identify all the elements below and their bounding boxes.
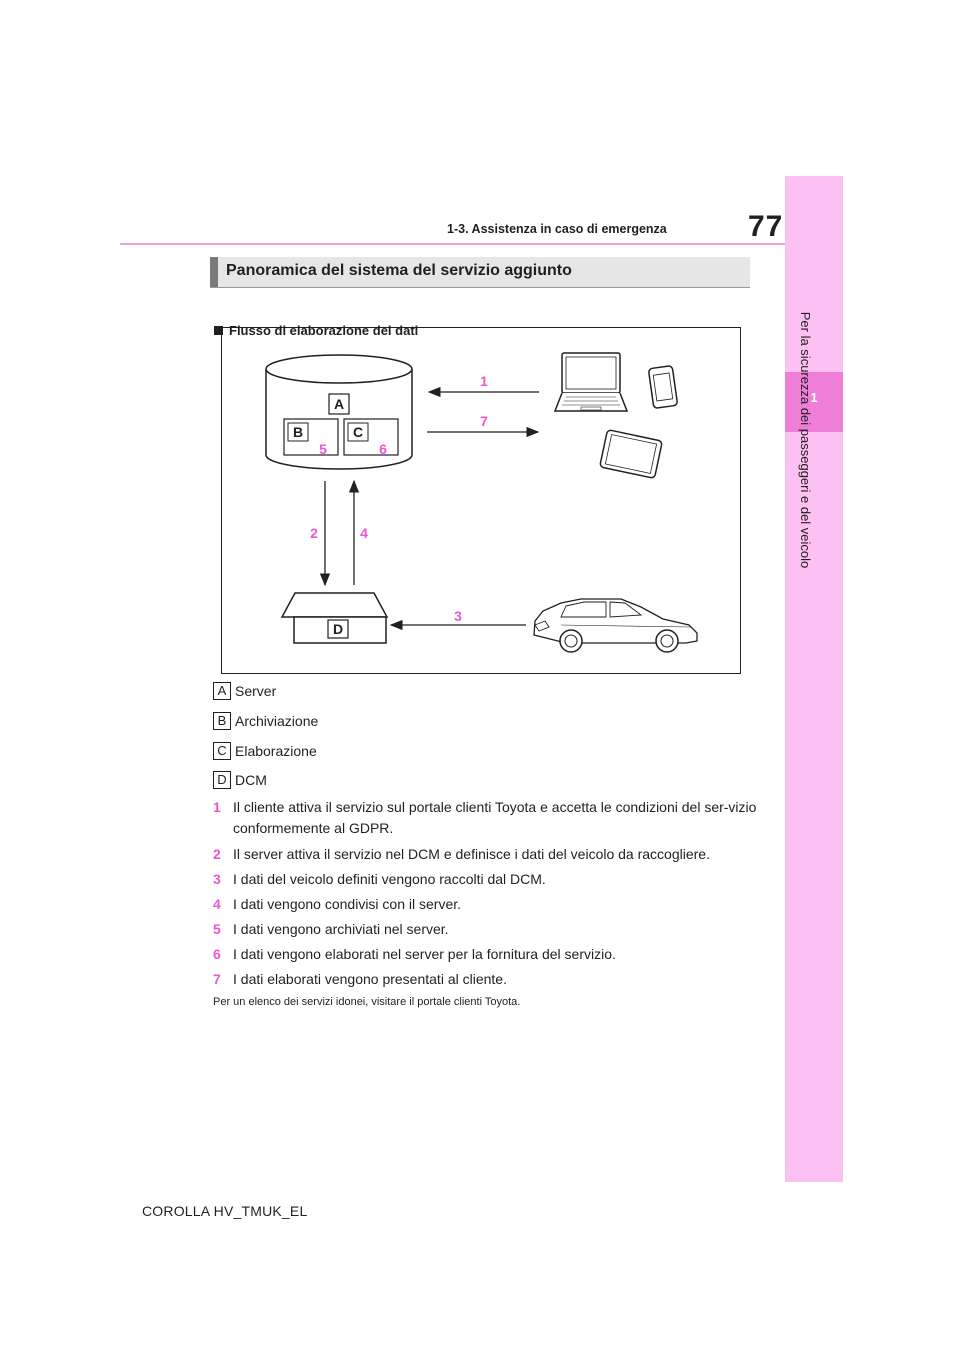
- step-item-5: 5 I dati vengono archiviati nel server.: [213, 919, 758, 940]
- label-a: A: [334, 396, 344, 412]
- legend-badge-b: B: [213, 712, 231, 731]
- step-marker-2: 2: [310, 525, 318, 541]
- step-item-1: 1 Il cliente attiva il servizio sul port…: [213, 797, 758, 839]
- step-item-2: 2 Il server attiva il servizio nel DCM e…: [213, 844, 758, 865]
- step-marker-1: 1: [480, 373, 488, 389]
- step-marker-4: 4: [360, 525, 368, 541]
- eligible-services-note: Per un elenco dei servizi idonei, visita…: [213, 996, 521, 1008]
- step-number: 1: [213, 799, 221, 815]
- label-b-box: [287, 422, 309, 442]
- label-b: B: [293, 424, 303, 440]
- step-marker-3: 3: [454, 608, 462, 624]
- legend-badge-c: C: [213, 742, 231, 761]
- section-reference: 1-3. Assistenza in caso di emergenza: [447, 222, 667, 236]
- laptop-icon: [553, 352, 629, 412]
- smartphone-icon: [648, 365, 678, 409]
- legend-label: Server: [235, 683, 277, 700]
- legend-label: DCM: [235, 772, 267, 789]
- side-tab-label-text: Per la sicurezza dei passeggeri e del ve…: [798, 311, 813, 569]
- label-c: C: [353, 424, 363, 440]
- step-number: 4: [213, 896, 221, 912]
- step-text: Il server attiva il servizio nel DCM e d…: [233, 846, 710, 862]
- section-title-accent: [210, 257, 218, 287]
- label-d-box: [327, 619, 349, 639]
- label-d: D: [333, 621, 343, 637]
- step-number: 2: [213, 846, 221, 862]
- side-tab-number: 1: [810, 390, 818, 405]
- section-title: Panoramica del sistema del servizio aggi…: [226, 262, 572, 279]
- section-title-bar: [210, 257, 750, 288]
- step-text: I dati del veicolo definiti vengono racc…: [233, 871, 546, 887]
- step-marker-6: 6: [379, 441, 387, 457]
- legend-badge-a: A: [213, 682, 231, 701]
- label-c-box: [347, 422, 369, 442]
- square-bullet-icon: [214, 326, 223, 335]
- tablet-icon: [599, 429, 663, 479]
- step-marker-7: 7: [480, 413, 488, 429]
- step-text: I dati vengono archiviati nel server.: [233, 921, 449, 937]
- step-text: I dati elaborati vengono presentati al c…: [233, 971, 507, 987]
- side-tab-label: Per la sicurezza dei passeggeri e del ve…: [796, 312, 814, 569]
- step-item-3: 3 I dati del veicolo definiti vengono ra…: [213, 869, 758, 890]
- step-number: 3: [213, 871, 221, 887]
- car-icon: [533, 598, 698, 653]
- step-number: 6: [213, 946, 221, 962]
- data-flow-diagram: A B 5 C 6 1 7: [221, 327, 741, 674]
- legend-label: Elaborazione: [235, 743, 317, 760]
- side-tab-band: [785, 176, 843, 1182]
- step-text: I dati vengono condivisi con il server.: [233, 896, 462, 912]
- page-number: 77: [748, 210, 784, 243]
- label-a-box: [328, 393, 350, 415]
- step-text: I dati vengono elaborati nel server per …: [233, 946, 616, 962]
- header-rule: [120, 243, 785, 245]
- legend-badge-d: D: [213, 771, 231, 790]
- step-item-6: 6 I dati vengono elaborati nel server pe…: [213, 944, 758, 965]
- step-number: 5: [213, 921, 221, 937]
- subheading-text: Flusso di elaborazione dei dati: [229, 323, 419, 338]
- step-number: 7: [213, 971, 221, 987]
- footer-model-code: COROLLA HV_TMUK_EL: [142, 1203, 308, 1219]
- legend-label: Archiviazione: [235, 713, 319, 730]
- step-text: Il cliente attiva il servizio sul portal…: [233, 799, 757, 836]
- side-tab-active: [785, 372, 843, 432]
- step-item-7: 7 I dati elaborati vengono presentati al…: [213, 969, 758, 990]
- step-marker-5: 5: [319, 441, 327, 457]
- figure-frame: [221, 327, 741, 674]
- step-item-4: 4 I dati vengono condivisi con il server…: [213, 894, 758, 915]
- subheading: Flusso di elaborazione dei dati: [214, 323, 418, 338]
